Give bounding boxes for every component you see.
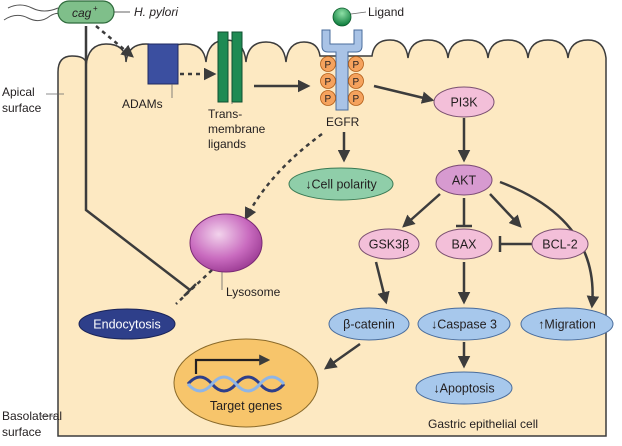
node-beta-catenin: β-catenin <box>328 307 410 341</box>
apical-surface-label: Apical surface <box>2 85 64 115</box>
h-pylori-label: H. pylori <box>134 5 178 19</box>
lysosome: Lysosome <box>189 213 281 299</box>
node-migration: ↑Migration <box>520 307 614 341</box>
svg-text:AKT: AKT <box>452 174 477 188</box>
cag-label: cag <box>72 6 92 20</box>
svg-text:P: P <box>353 60 360 71</box>
node-gsk3b: GSK3β <box>358 228 420 260</box>
svg-text:Basolateral: Basolateral <box>2 409 62 423</box>
svg-text:↓Cell polarity: ↓Cell polarity <box>305 178 377 192</box>
svg-text:P: P <box>325 94 332 105</box>
svg-text:BAX: BAX <box>451 238 477 252</box>
node-endocytosis: Endocytosis <box>78 308 176 340</box>
svg-text:β-catenin: β-catenin <box>343 318 395 332</box>
lysosome-label: Lysosome <box>226 285 281 299</box>
trans-label-3: ligands <box>208 137 246 151</box>
node-caspase3: ↓Caspase 3 <box>417 307 511 341</box>
egfr-label: EGFR <box>326 115 360 129</box>
phospho-groups: P P P P P P <box>320 56 364 106</box>
ligand: Ligand <box>332 5 404 27</box>
svg-text:surface: surface <box>2 425 42 439</box>
node-akt: AKT <box>435 164 493 196</box>
node-bax: BAX <box>435 228 493 260</box>
basolateral-surface-label: Basolateral surface <box>2 409 62 439</box>
pathway-arrows <box>84 25 600 370</box>
node-pi3k: PI3K <box>433 86 495 118</box>
cell-label: Gastric epithelial cell <box>428 417 538 431</box>
node-bcl2: BCL-2 <box>531 228 589 260</box>
svg-text:P: P <box>325 60 332 71</box>
svg-text:BCL-2: BCL-2 <box>542 238 577 252</box>
egfr-receptor: P P P P P P EGFR <box>320 29 364 129</box>
trans-label-1: Trans- <box>208 107 242 121</box>
target-genes-nucleus: Target genes <box>173 338 319 428</box>
svg-text:PI3K: PI3K <box>450 96 478 110</box>
svg-text:Target genes: Target genes <box>210 399 282 413</box>
svg-text:surface: surface <box>2 101 42 115</box>
svg-text:P: P <box>353 94 360 105</box>
dna-helix <box>186 375 286 393</box>
svg-text:Apical: Apical <box>2 85 35 99</box>
h-pylori-bacterium: cag + H. pylori <box>3 0 178 24</box>
node-cell-polarity: ↓Cell polarity <box>288 167 394 201</box>
svg-text:↑Migration: ↑Migration <box>538 318 596 332</box>
svg-text:P: P <box>353 77 360 88</box>
svg-text:P: P <box>325 77 332 88</box>
svg-text:GSK3β: GSK3β <box>369 238 410 252</box>
svg-text:Endocytosis: Endocytosis <box>93 318 160 332</box>
adams-label: ADAMs <box>122 97 163 111</box>
transmembrane-ligands: Trans- membrane ligands <box>208 31 266 151</box>
adams-protein: ADAMs <box>122 43 179 111</box>
svg-text:↓Apoptosis: ↓Apoptosis <box>433 382 494 396</box>
trans-label-2: membrane <box>208 122 266 136</box>
node-apoptosis: ↓Apoptosis <box>415 371 513 405</box>
ligand-label: Ligand <box>368 5 404 19</box>
svg-text:↓Caspase 3: ↓Caspase 3 <box>431 318 497 332</box>
cag-superscript: + <box>93 4 98 13</box>
